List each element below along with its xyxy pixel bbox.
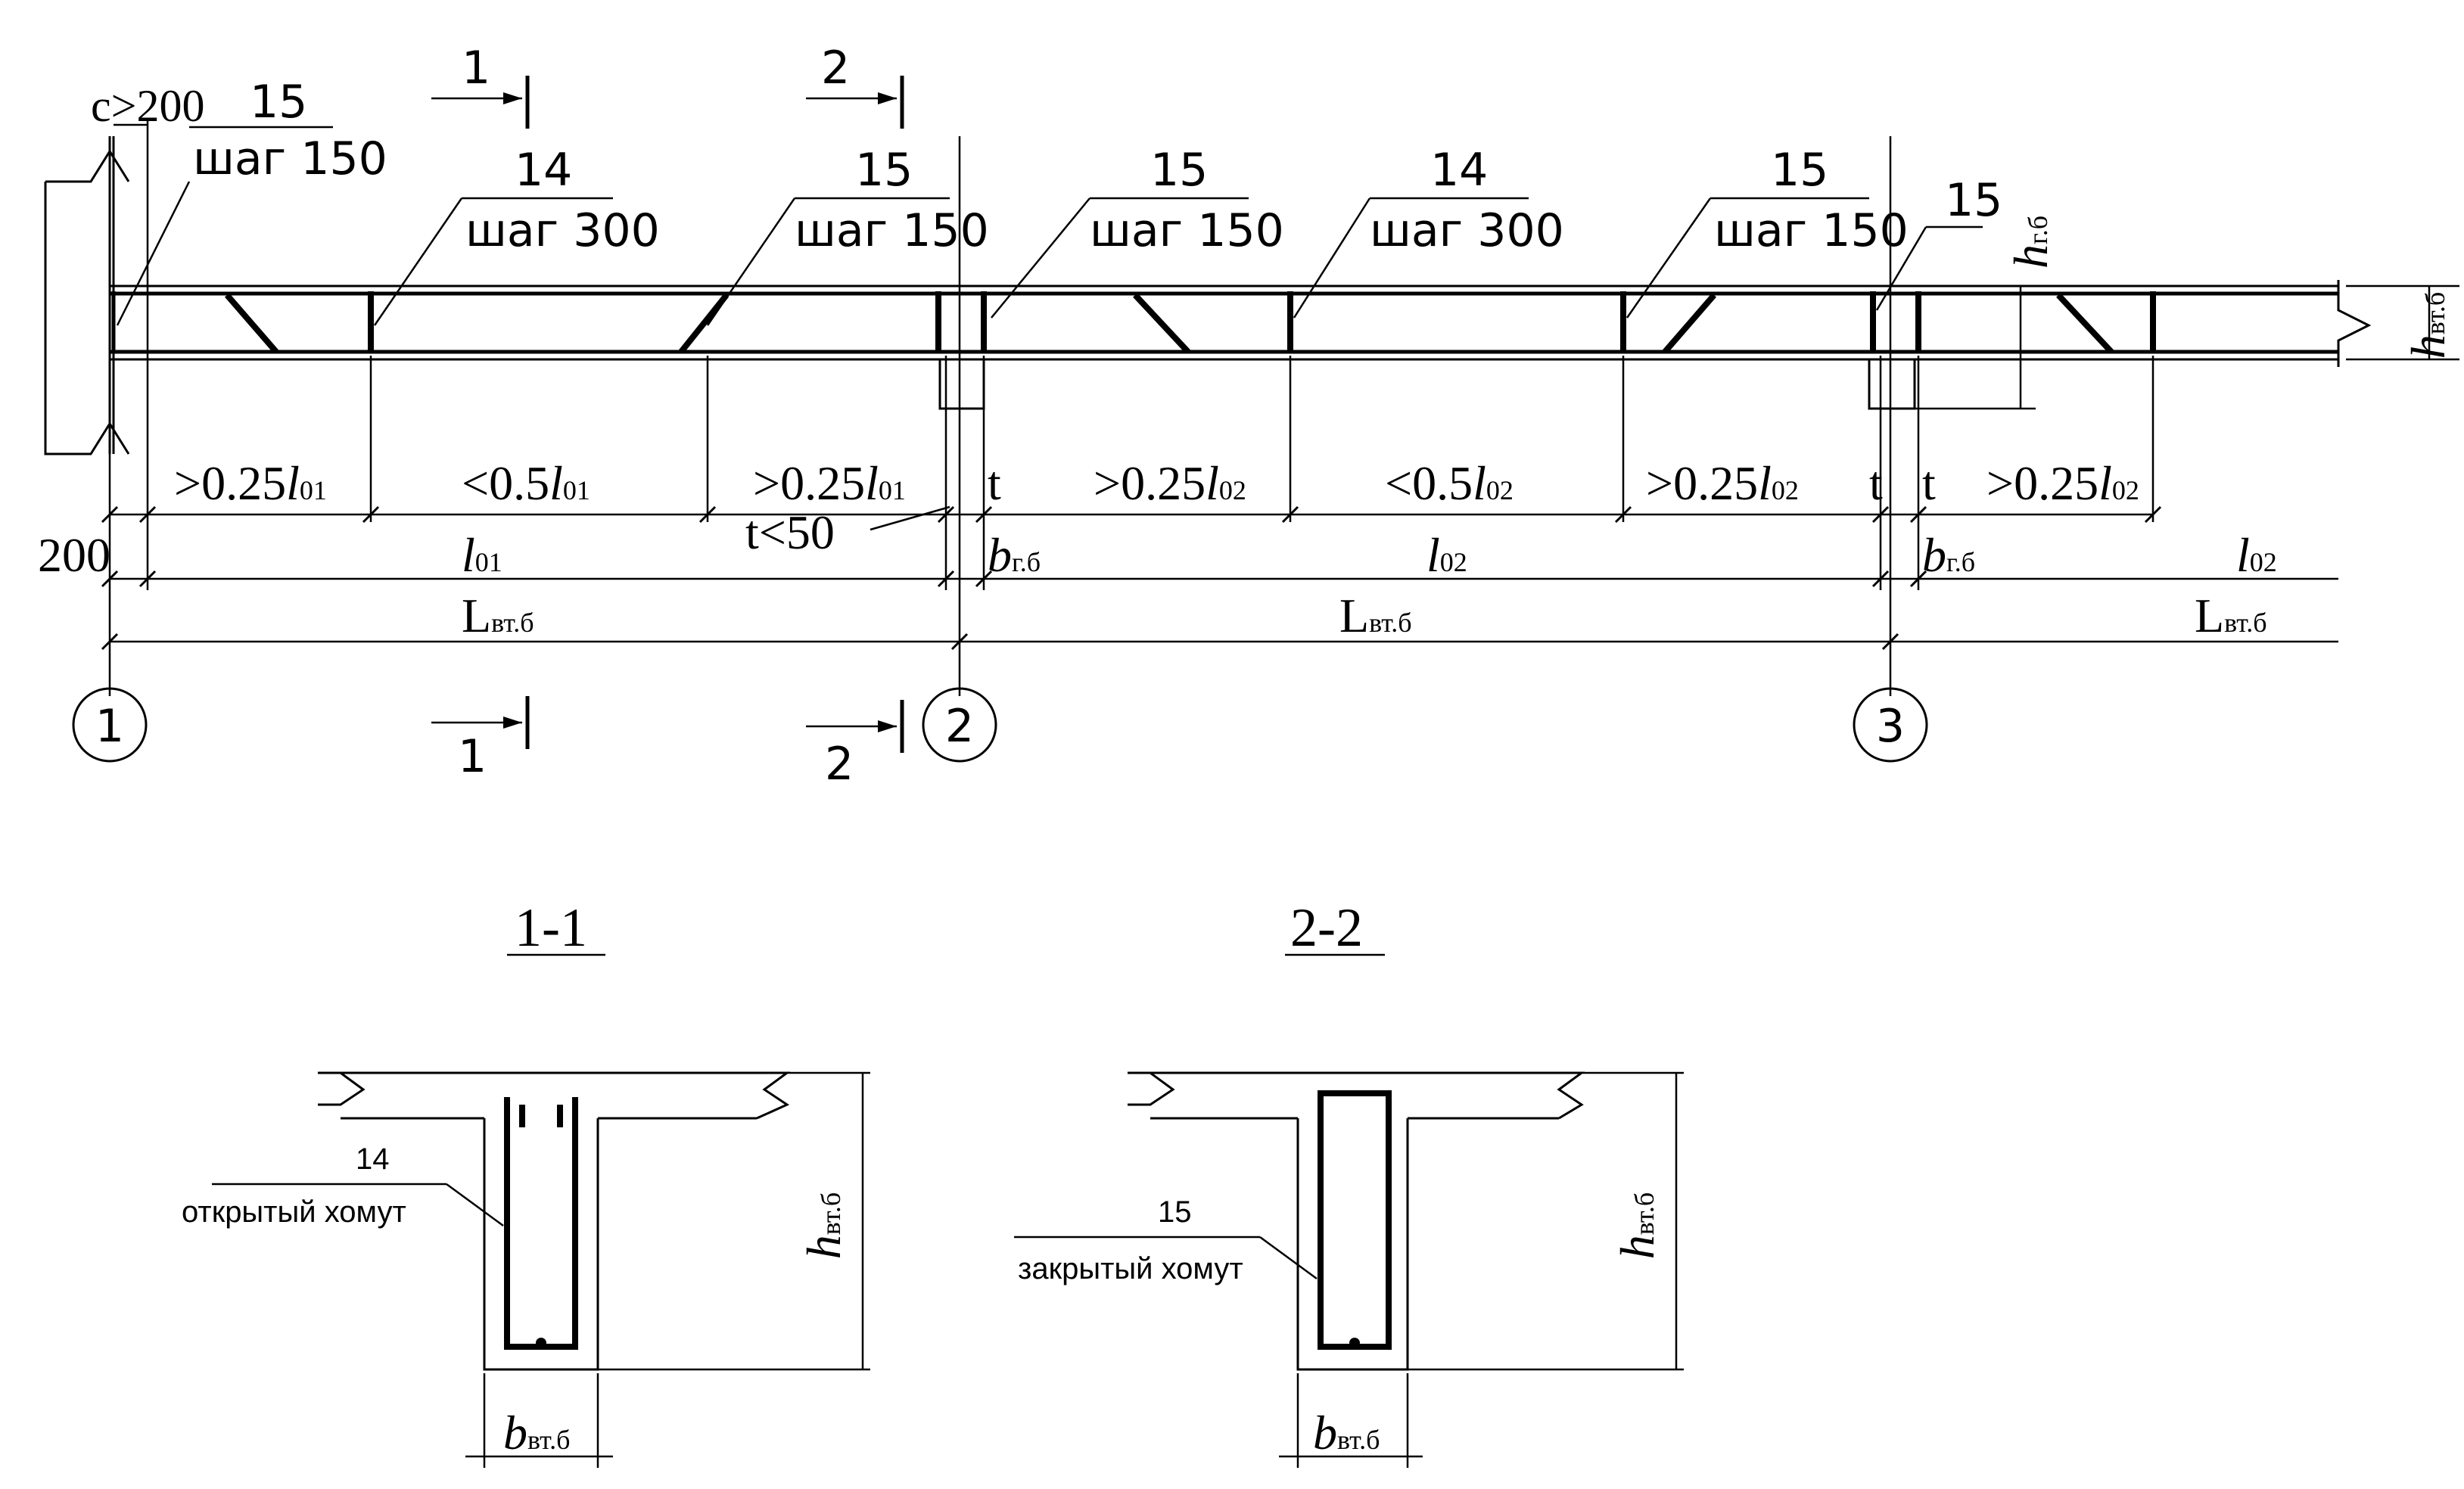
break-line-right	[2337, 280, 2372, 367]
rebar-marks: c>200 15 шаг 150 14 шаг 300 15 шаг 150 1…	[91, 76, 2002, 363]
section-1-1-title: 1-1	[515, 897, 587, 958]
mark-14-a: 14	[515, 144, 572, 197]
svg-text:1: 1	[95, 700, 124, 753]
svg-text:2: 2	[821, 42, 850, 95]
step-150-b: шаг 150	[795, 204, 989, 257]
axis-bubble-3	[1853, 687, 1928, 763]
svg-text:2: 2	[825, 738, 854, 791]
step-300-b: шаг 300	[1370, 204, 1564, 257]
wall-break-bottom	[44, 182, 130, 455]
dimensions: >0.25l01 <0.5l01 >0.25l01 t >0.25l02 <0.…	[38, 216, 2455, 651]
dim-L-vtb-a: Lвт.б	[462, 589, 534, 642]
cut-markers: 1 2 1 2	[431, 42, 904, 791]
beam-elevation	[44, 136, 2459, 696]
section-2-2: 2-2 hвт.б bвт.б 15 закрытый хомут	[1014, 897, 1684, 1468]
dim-h-vtb: hвт.б	[2401, 292, 2455, 359]
step-150-a: шаг 150	[193, 132, 387, 185]
dim-05-l01: <0.5l01	[462, 456, 590, 510]
mark-14-b: 14	[1430, 144, 1488, 197]
inclined-bars	[224, 293, 2114, 354]
step-150-d: шаг 150	[1714, 204, 1909, 257]
dim-025-l02-b: >0.25l02	[1646, 456, 1799, 510]
dim-b-gb-b: bг.б	[1922, 528, 1975, 582]
open-stirrup	[504, 1097, 578, 1350]
cut-2-top: 2	[806, 42, 904, 129]
mark-15-e: 15	[1945, 174, 2002, 227]
stirrups	[368, 291, 2156, 352]
closed-stirrup	[1318, 1090, 1392, 1350]
dim-05-l02: <0.5l02	[1385, 456, 1514, 510]
section-1-1-web	[483, 1118, 599, 1371]
cut-1-top: 1	[431, 42, 530, 129]
dim-t-b: t	[1869, 456, 1883, 510]
section-1-1-mark: 14	[356, 1142, 390, 1176]
svg-text:3: 3	[1876, 700, 1905, 753]
section-2-2-web	[1296, 1118, 1409, 1371]
mark-15-d: 15	[1771, 144, 1828, 197]
girder-axis3	[1868, 359, 1916, 410]
dim-025-l01-a: >0.25l01	[174, 456, 327, 510]
svg-text:2: 2	[945, 700, 974, 753]
svg-text:1: 1	[462, 42, 490, 95]
mark-15-a: 15	[250, 76, 307, 129]
dim-L-vtb-c: Lвт.б	[2195, 589, 2267, 642]
dim-l02-b: l02	[2236, 528, 2277, 582]
dim-200: 200	[38, 528, 110, 582]
step-150-c: шаг 150	[1090, 204, 1284, 257]
section-2-2-b: bвт.б	[1313, 1406, 1380, 1459]
svg-text:1: 1	[458, 730, 487, 783]
section-1-1: 1-1 hвт.б bвт.б 14 открытый хомут	[182, 897, 870, 1468]
wall-break-top	[45, 149, 130, 183]
section-2-2-label: закрытый хомут	[1018, 1252, 1243, 1285]
cut-1-bottom: 1	[431, 696, 530, 783]
axis-bubbles: 1 2 3	[72, 687, 1928, 763]
section-2-2-title: 2-2	[1290, 897, 1363, 958]
axis-bubble-2	[922, 687, 997, 763]
dim-L-vtb-b: Lвт.б	[1339, 589, 1412, 642]
cut-2-bottom: 2	[806, 700, 904, 791]
dim-t-a: t	[988, 456, 1001, 510]
dim-025-l01-b: >0.25l01	[753, 456, 906, 510]
dim-t-c: t	[1922, 456, 1936, 510]
dim-l02-a: l02	[1426, 528, 1467, 582]
section-2-2-h: hвт.б	[1610, 1192, 1664, 1259]
dim-t50: t<50	[745, 505, 835, 559]
dim-b-gb-a: bг.б	[988, 528, 1041, 582]
section-2-2-mark: 15	[1158, 1195, 1192, 1229]
section-1-1-label: открытый хомут	[182, 1195, 406, 1229]
dim-025-l02-a: >0.25l02	[1094, 456, 1246, 510]
dim-l01: l01	[462, 528, 502, 582]
dim-h-gb: hг.б	[2004, 216, 2058, 269]
section-1-1-h: hвт.б	[797, 1192, 851, 1259]
dim-025-l02-c: >0.25l02	[1986, 456, 2139, 510]
mark-15-b: 15	[855, 144, 913, 197]
axis-bubble-1	[72, 687, 148, 763]
step-300-a: шаг 300	[465, 204, 660, 257]
mark-15-c: 15	[1150, 144, 1208, 197]
section-1-1-b: bвт.б	[503, 1406, 570, 1459]
